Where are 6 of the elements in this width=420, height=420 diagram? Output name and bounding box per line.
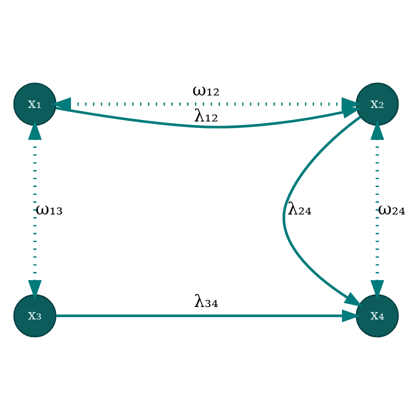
edge-label: ω₁₃ [36, 199, 63, 220]
edge-label: λ₃₄ [194, 292, 218, 312]
edge-label: λ₁₂ [194, 106, 218, 127]
edge-label: λ₂₄ [287, 199, 312, 220]
edge-label: ω₂₄ [378, 199, 406, 220]
edge-label: ω₁₂ [192, 80, 220, 101]
